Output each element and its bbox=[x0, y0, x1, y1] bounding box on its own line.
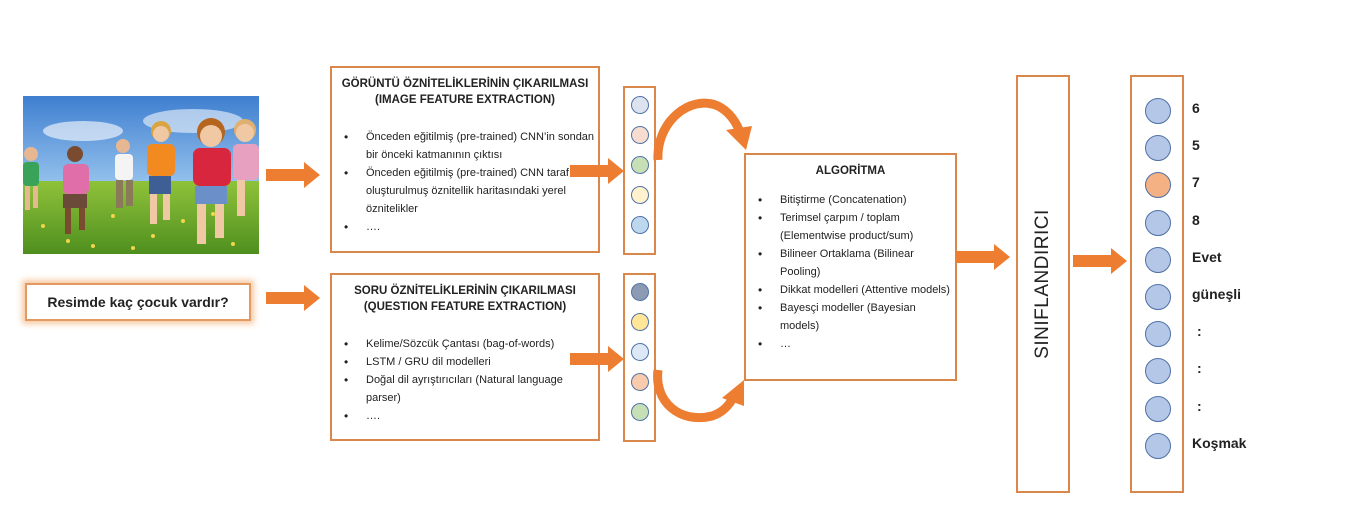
image-feature-vector bbox=[623, 86, 656, 255]
question-vector-node bbox=[630, 283, 649, 301]
output-label: 8 bbox=[1192, 211, 1200, 228]
question-feature-item: LSTM / GRU dil modelleri bbox=[344, 353, 598, 371]
arrow-image-to-features bbox=[266, 162, 320, 188]
question-feature-vector bbox=[623, 273, 656, 442]
algorithm-list: Bitiştirme (Concatenation) Terimsel çarp… bbox=[746, 191, 955, 353]
output-label: : bbox=[1197, 360, 1202, 377]
output-label: 6 bbox=[1192, 100, 1200, 116]
image-feature-list: Önceden eğitilmiş (pre-trained) CNN’in s… bbox=[332, 128, 598, 236]
question-feature-title: SORU ÖZNİTELİKLERİNİN ÇIKARILMASI (QUEST… bbox=[332, 283, 598, 315]
classifier-label: SINIFLANDIRICI bbox=[1032, 209, 1053, 359]
output-label: Evet bbox=[1192, 248, 1222, 265]
image-vector-node bbox=[630, 186, 649, 204]
output-label: 7 bbox=[1192, 174, 1200, 191]
image-feature-item: Önceden eğitilmiş (pre-trained) CNN’in s… bbox=[344, 128, 598, 164]
output-node bbox=[1145, 135, 1171, 162]
image-feature-extraction-box: GÖRÜNTÜ ÖZNİTELİKLERİNİN ÇIKARILMASI (IM… bbox=[330, 66, 600, 253]
arrow-question-to-features bbox=[266, 285, 320, 311]
output-label: 5 bbox=[1192, 137, 1200, 154]
curved-arrow-question-vector-to-algorithm bbox=[653, 369, 744, 423]
output-node bbox=[1145, 98, 1171, 124]
algorithm-title: ALGORİTMA bbox=[815, 165, 886, 177]
question-feature-title-line1: SORU ÖZNİTELİKLERİNİN ÇIKARILMASI bbox=[354, 285, 576, 297]
curved-arrow-image-vector-to-algorithm bbox=[653, 98, 752, 161]
output-node bbox=[1145, 209, 1171, 236]
image-vector-node bbox=[630, 126, 649, 144]
image-feature-title: GÖRÜNTÜ ÖZNİTELİKLERİNİN ÇIKARILMASI (IM… bbox=[332, 76, 598, 108]
question-vector-node bbox=[630, 313, 649, 331]
output-node bbox=[1145, 358, 1171, 385]
image-feature-title-line2: (IMAGE FEATURE EXTRACTION) bbox=[375, 94, 555, 106]
question-feature-list: Kelime/Sözcük Çantası (bag-of-words) LST… bbox=[332, 335, 598, 425]
question-feature-extraction-box: SORU ÖZNİTELİKLERİNİN ÇIKARILMASI (QUEST… bbox=[330, 273, 600, 441]
output-label: güneşli bbox=[1192, 286, 1242, 302]
output-node bbox=[1145, 321, 1171, 348]
output-node bbox=[1145, 432, 1171, 459]
algorithm-box: ALGORİTMA Bitiştirme (Concatenation) Ter… bbox=[744, 153, 957, 381]
algorithm-item: … bbox=[758, 335, 955, 353]
question-feature-title-line2: (QUESTION FEATURE EXTRACTION) bbox=[363, 301, 567, 313]
input-photo-children-running bbox=[23, 96, 259, 254]
output-label: Koşmak bbox=[1192, 434, 1247, 451]
output-node bbox=[1145, 395, 1171, 422]
algorithm-item: Bitiştirme (Concatenation) bbox=[758, 191, 955, 209]
algorithm-item: Terimsel çarpım / toplam (Elementwise pr… bbox=[758, 209, 955, 245]
arrow-algorithm-to-classifier bbox=[956, 244, 1010, 270]
output-node bbox=[1145, 284, 1171, 310]
question-feature-item: Doğal dil ayrıştırıcıları (Natural langu… bbox=[344, 371, 598, 407]
question-feature-item: Kelime/Sözcük Çantası (bag-of-words) bbox=[344, 335, 598, 353]
arrow-image-features-to-vector bbox=[570, 158, 624, 184]
image-vector-node bbox=[630, 156, 649, 174]
arrow-classifier-to-output bbox=[1073, 248, 1127, 274]
image-vector-node bbox=[630, 96, 649, 114]
question-box: Resimde kaç çocuk vardır? bbox=[25, 283, 251, 321]
image-feature-title-line1: GÖRÜNTÜ ÖZNİTELİKLERİNİN ÇIKARILMASI bbox=[341, 78, 589, 90]
question-text: Resimde kaç çocuk vardır? bbox=[47, 294, 229, 310]
question-vector-node bbox=[630, 403, 649, 421]
output-node bbox=[1145, 172, 1171, 199]
arrow-question-features-to-vector bbox=[570, 346, 624, 372]
image-feature-item: Önceden eğitilmiş (pre-trained) CNN tara… bbox=[344, 164, 598, 218]
image-feature-item: …. bbox=[344, 218, 598, 236]
algorithm-item: Dikkat modelleri (Attentive models) bbox=[758, 281, 955, 299]
output-label: : bbox=[1197, 323, 1202, 340]
algorithm-item: Bayesçi modeller (Bayesian models) bbox=[758, 299, 955, 335]
output-label: : bbox=[1197, 397, 1202, 414]
classifier-box: SINIFLANDIRICI bbox=[1016, 75, 1070, 493]
output-node bbox=[1145, 246, 1171, 273]
algorithm-item: Bilineer Ortaklama (Bilinear Pooling) bbox=[758, 245, 955, 281]
question-vector-node bbox=[630, 373, 649, 391]
question-feature-item: …. bbox=[344, 407, 598, 425]
image-vector-node bbox=[630, 216, 649, 234]
question-vector-node bbox=[630, 343, 649, 361]
